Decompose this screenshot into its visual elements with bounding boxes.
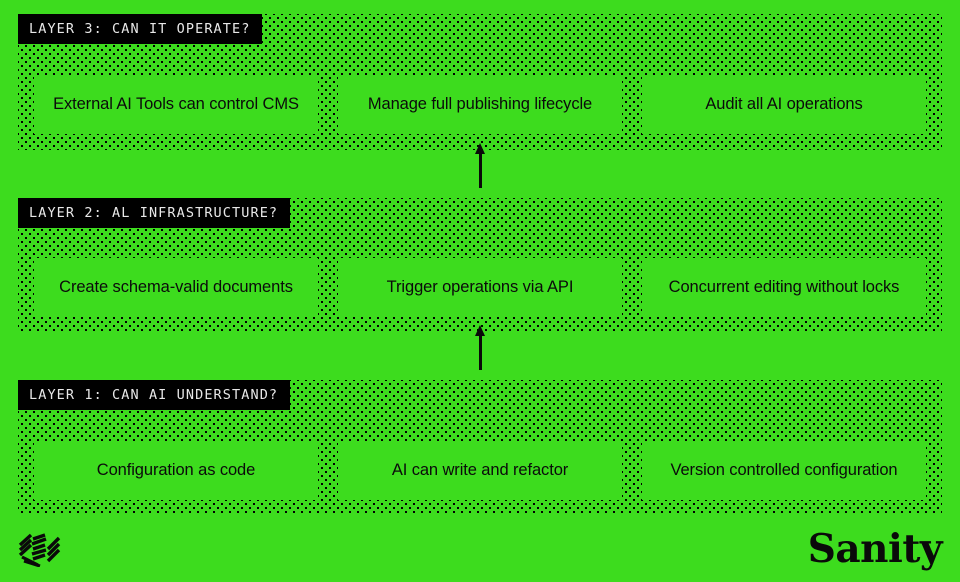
sanity-scribble-icon [18,533,62,568]
layer-panel-1: LAYER 1: CAN AI UNDERSTAND? Configuratio… [18,380,942,515]
slide-footer: Sanity [0,515,960,582]
layer-tag-1: LAYER 1: CAN AI UNDERSTAND? [18,380,291,410]
card-row-3: External AI Tools can control CMS Manage… [34,75,926,134]
card-layer1-2: AI can write and refactor [338,442,622,500]
card-layer1-3: Version controlled configuration [642,442,926,500]
layer-panel-3: LAYER 3: CAN IT OPERATE? External AI Too… [18,14,942,150]
card-row-1: Configuration as code AI can write and r… [34,442,926,500]
arrow-up-layer1-to-layer2 [475,325,485,370]
card-layer1-1: Configuration as code [34,442,318,500]
layer-panel-2: LAYER 2: AL INFRASTRUCTURE? Create schem… [18,198,942,331]
arrow-stem [479,152,482,188]
card-layer3-2: Manage full publishing lifecycle [338,75,622,134]
card-row-2: Create schema-valid documents Trigger op… [34,258,926,317]
arrow-stem [479,334,482,370]
arrow-up-layer2-to-layer3 [475,143,485,188]
card-layer2-1: Create schema-valid documents [34,258,318,317]
card-layer3-3: Audit all AI operations [642,75,926,134]
layer-tag-3: LAYER 3: CAN IT OPERATE? [18,14,263,44]
arrow-head-icon [475,325,485,336]
card-layer2-3: Concurrent editing without locks [642,258,926,317]
arrow-head-icon [475,143,485,154]
sanity-wordmark: Sanity [807,526,943,572]
layer-tag-2: LAYER 2: AL INFRASTRUCTURE? [18,198,291,228]
card-layer2-2: Trigger operations via API [338,258,622,317]
card-layer3-1: External AI Tools can control CMS [34,75,318,134]
